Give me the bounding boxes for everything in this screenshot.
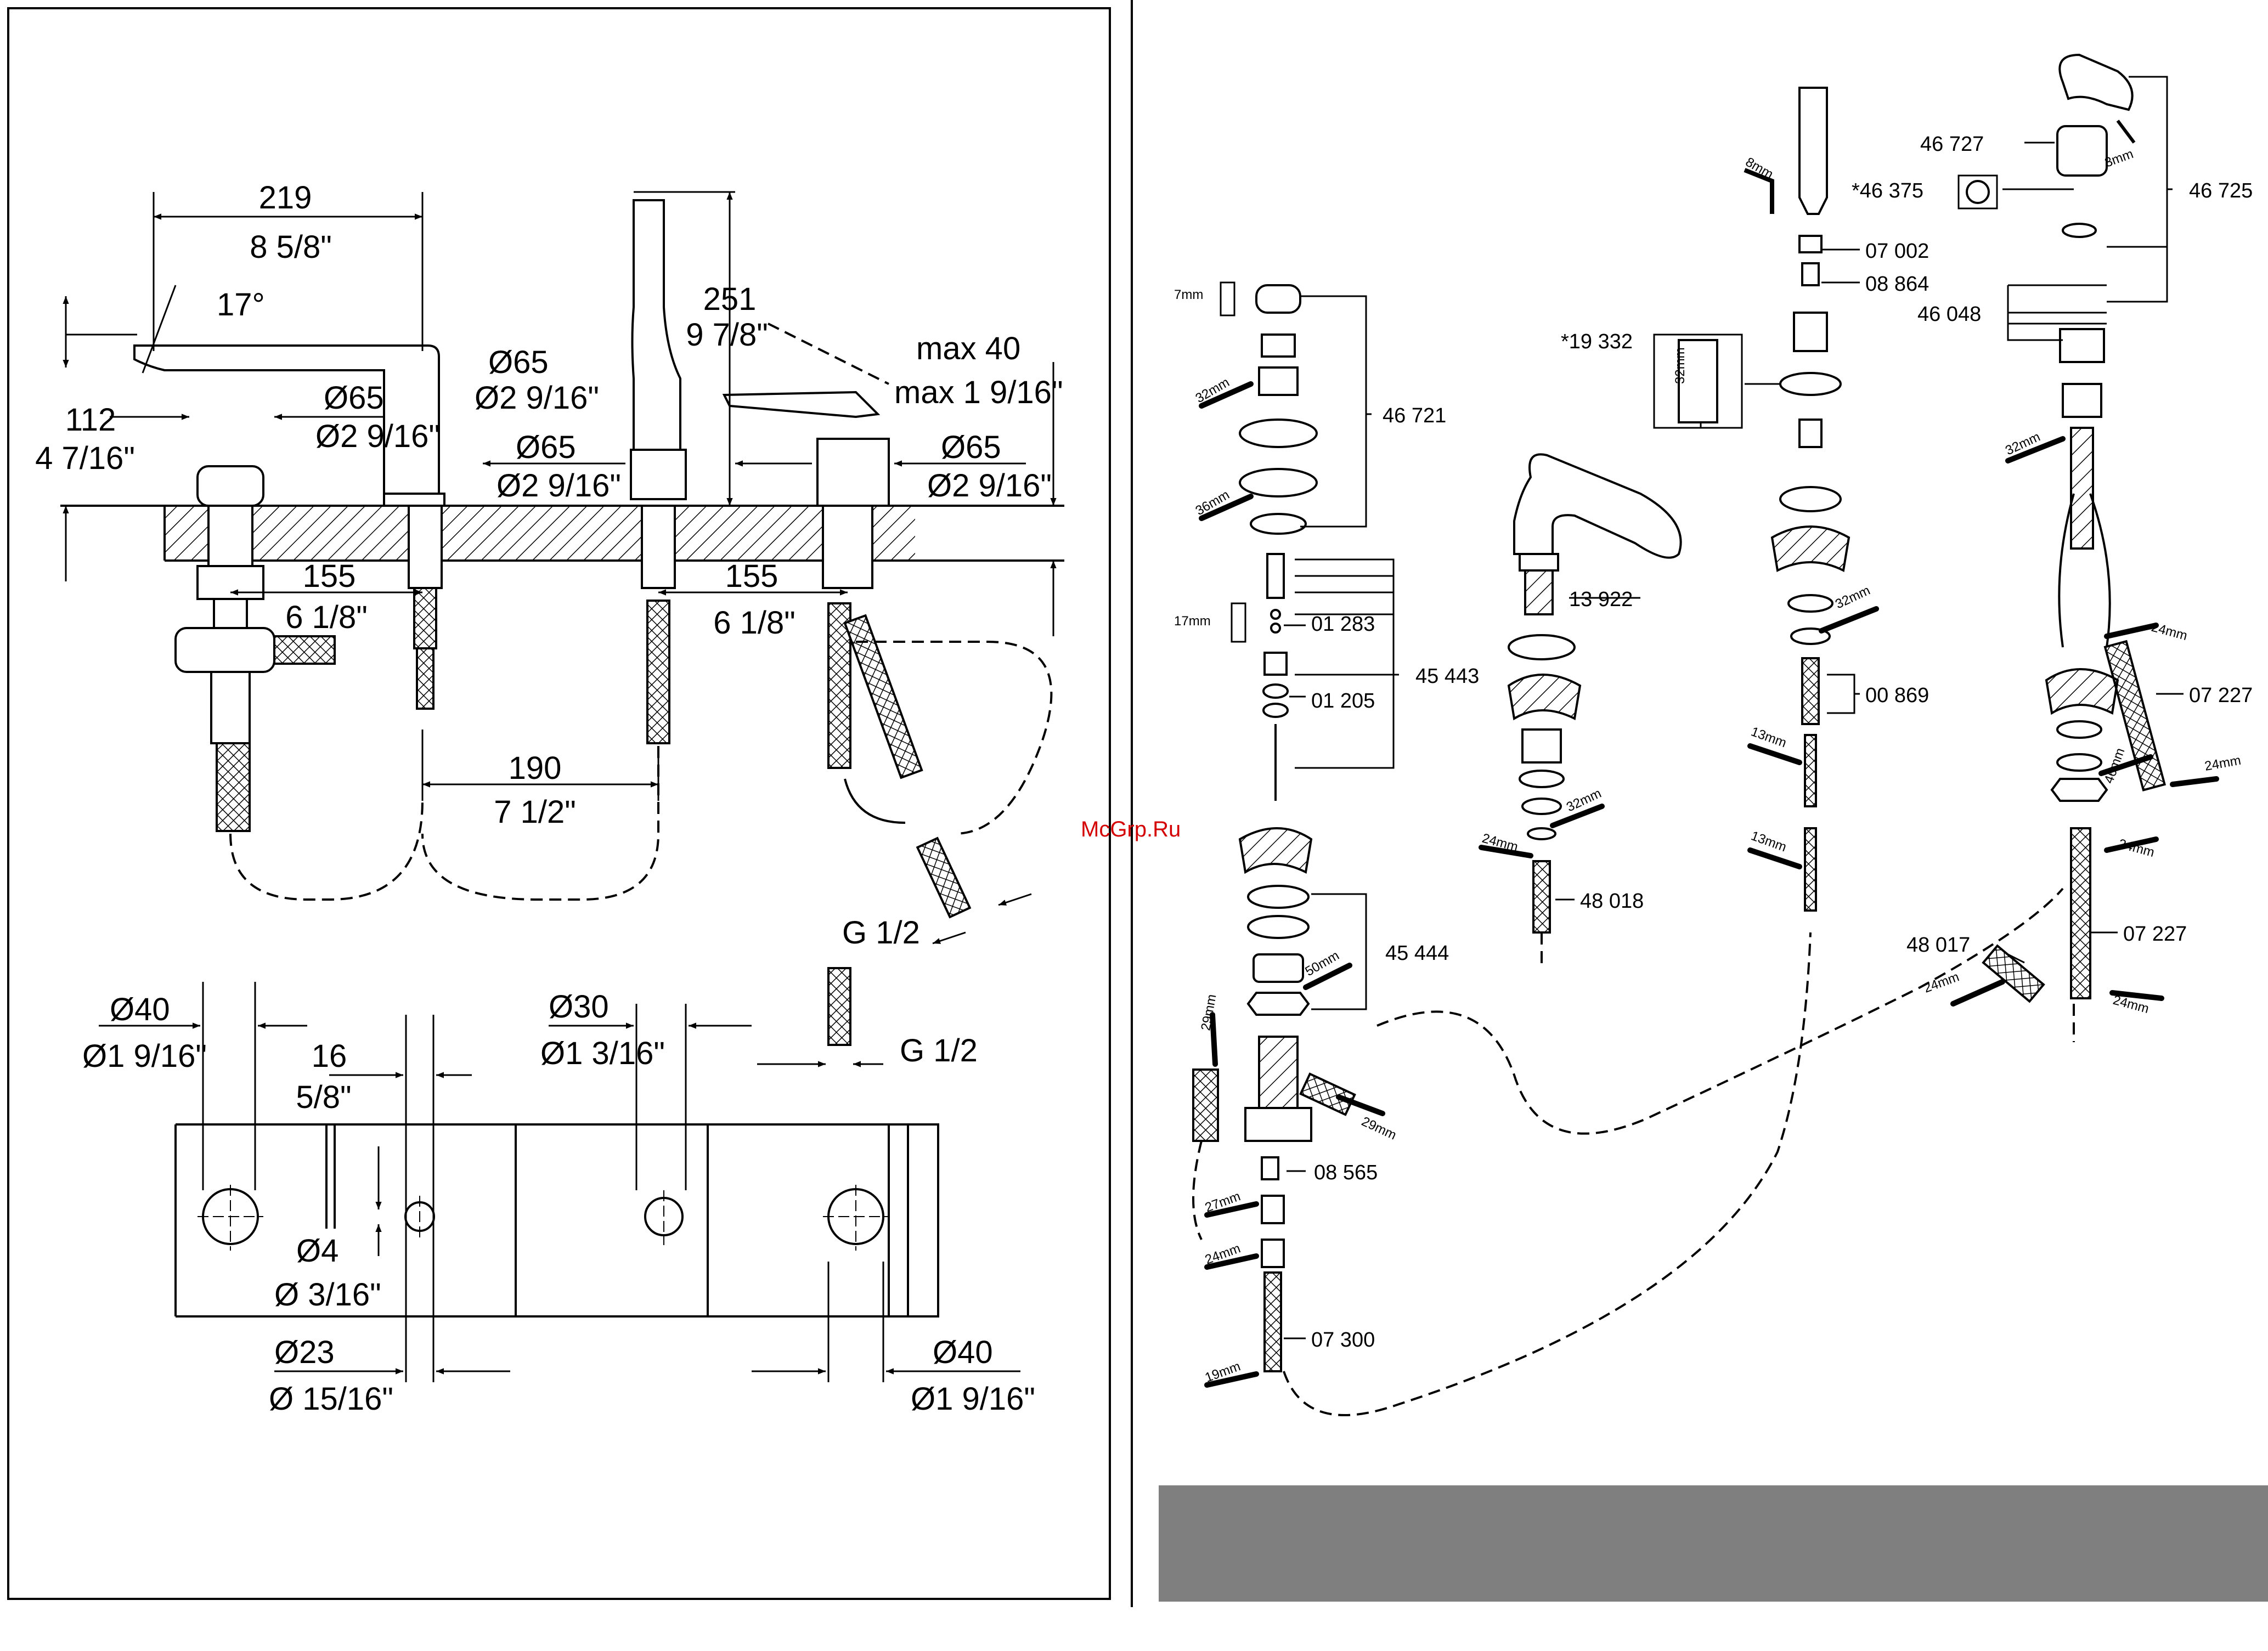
dim-dia-a: Ø65 (488, 344, 549, 380)
diverter (174, 465, 336, 832)
part-01205: 01 205 (1311, 689, 1375, 713)
dim-dia-spout-in: Ø2 9/16" (315, 419, 440, 454)
deck-bottom-view (99, 967, 1020, 1382)
grey-band (1159, 1485, 2268, 1602)
dim-thread: G 1/2 (842, 915, 920, 951)
dim-angle: 17° (217, 287, 265, 323)
tool-icons (1199, 120, 2219, 1388)
callout-brackets (1284, 76, 2184, 1339)
part-08565: 08 565 (1314, 1161, 1378, 1184)
dim-height-spout-in: 4 7/16" (35, 440, 135, 476)
dim-spout-length: 219 (259, 180, 312, 216)
dim-max-thickness-in: max 1 9/16" (894, 375, 1063, 410)
spout (133, 344, 445, 710)
bottom-view-labels: Ø40 Ø1 9/16" 16 5/8" Ø30 Ø1 3/16" G 1/2 … (82, 989, 1035, 1417)
deck-top-view (60, 191, 1064, 945)
part-46721: 46 721 (1383, 404, 1446, 427)
dim-d4: Ø4 (296, 1233, 338, 1269)
dim-d40-a-in: Ø1 9/16" (82, 1038, 207, 1074)
dim-bottom-thread: G 1/2 (900, 1033, 978, 1068)
dimension-lines (63, 191, 1057, 945)
diverter-parts (1192, 284, 1356, 1372)
tool-24mm-d: 24mm (2203, 753, 2242, 774)
tool-17mm: 17mm (1174, 614, 1211, 629)
dim-spacing-mid-in: 7 1/2" (494, 794, 576, 830)
dim-spacing-right-in: 6 1/8" (713, 605, 796, 641)
dim-d30: Ø30 (549, 989, 609, 1025)
handshower-parts (1653, 87, 1850, 912)
deck-section (165, 506, 915, 561)
dim-d23-in: Ø 15/16" (269, 1381, 393, 1417)
tool-7mm: 7mm (1174, 287, 1203, 302)
dim-d40-b: Ø40 (933, 1335, 993, 1370)
part-07300: 07 300 (1311, 1328, 1375, 1352)
dim-dia-b: Ø65 (516, 429, 576, 465)
part-13922: 13 922 (1569, 588, 1633, 611)
tool-29mm-a: 29mm (1198, 993, 1219, 1032)
dim-d40-a: Ø40 (110, 992, 170, 1027)
dim-spacing-mid: 190 (509, 750, 562, 786)
panel-frames (7, 0, 1133, 1607)
tool-24mm-g: 24mm (1922, 969, 1961, 996)
part-19332: *19 332 (1561, 330, 1633, 353)
dim-height-total-in: 9 7/8" (686, 317, 768, 353)
part-46048: 46 048 (1917, 303, 1981, 326)
part-01283: 01 283 (1311, 613, 1375, 636)
dim-dia-a-in: Ø2 9/16" (475, 380, 599, 416)
dim-d30-in: Ø1 3/16" (540, 1036, 665, 1071)
tool-29mm-b: 29mm (1359, 1114, 1398, 1143)
part-45443: 45 443 (1415, 665, 1479, 688)
dim-d16: 16 (312, 1038, 347, 1074)
dim-height-total: 251 (703, 281, 757, 317)
part-48017: 48 017 (1906, 934, 1970, 957)
tool-32mm-d: 32mm (1833, 583, 1872, 612)
part-07002: 07 002 (1865, 240, 1929, 263)
hand-shower (630, 199, 687, 744)
dim-d16-in: 5/8" (296, 1079, 351, 1115)
dim-dia-b-in: Ø2 9/16" (497, 468, 621, 504)
part-08864: 08 864 (1865, 273, 1929, 296)
dim-dia-c-in: Ø2 9/16" (927, 468, 1052, 504)
dim-spacing-left: 155 (303, 558, 356, 594)
dim-max-thickness: max 40 (916, 331, 1020, 366)
part-46725: 46 725 (2189, 179, 2253, 202)
dim-d4-in: Ø 3/16" (274, 1277, 381, 1313)
top-view-labels: 219 8 5/8" 17° 251 9 7/8" 112 4 7/16" ma… (35, 180, 1063, 951)
part-45444: 45 444 (1385, 942, 1449, 965)
dim-dia-spout: Ø65 (324, 380, 384, 416)
dim-d23: Ø23 (274, 1335, 335, 1370)
dim-dia-c: Ø65 (941, 429, 1001, 465)
part-07227-b: 07 227 (2123, 923, 2187, 946)
dim-spacing-right: 155 (725, 558, 778, 594)
dim-spout-length-in: 8 5/8" (250, 229, 332, 265)
tool-32mm-c: 32mm (1673, 347, 1688, 384)
exploded-view (1192, 53, 2219, 1416)
part-46727: 46 727 (1920, 133, 1984, 156)
part-07227-a: 07 227 (2189, 684, 2253, 707)
mixer-parts (1957, 53, 2167, 1003)
spout-parts (1507, 453, 1682, 934)
part-labels: 46 721 45 443 01 283 01 205 45 444 08 56… (1311, 133, 2253, 1352)
part-46375: *46 375 (1852, 179, 1923, 202)
dim-d40-b-in: Ø1 9/16" (911, 1381, 1035, 1417)
dim-height-spout: 112 (65, 402, 116, 438)
mixer (722, 391, 972, 919)
part-00869: 00 869 (1865, 684, 1929, 707)
watermark: McGrp.Ru (1081, 817, 1181, 841)
tool-24mm-c: 24mm (2149, 620, 2188, 643)
dim-spacing-left-in: 6 1/8" (285, 600, 368, 635)
part-48018: 48 018 (1580, 890, 1644, 913)
